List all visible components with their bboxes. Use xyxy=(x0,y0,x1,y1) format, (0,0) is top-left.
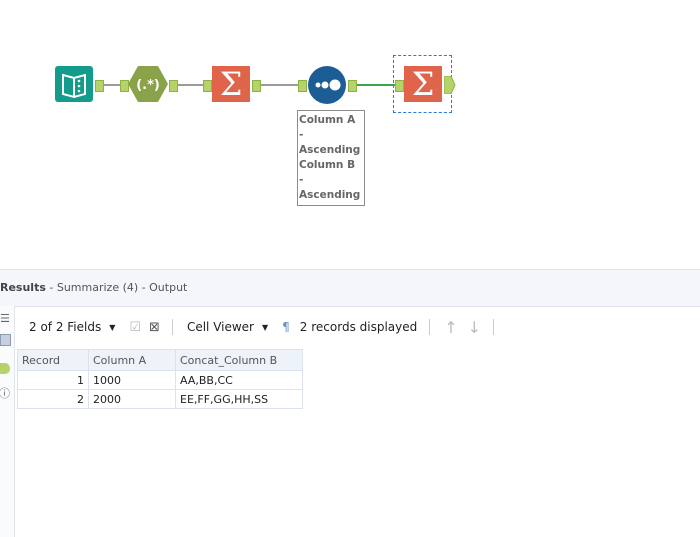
arrow-down-icon[interactable]: ↓ xyxy=(467,317,482,337)
input-anchor[interactable] xyxy=(120,80,129,92)
sort-annotation: Column A - Ascending Column B - Ascendin… xyxy=(297,110,365,206)
records-count: 2 records displayed xyxy=(299,320,418,334)
checkbox-icon[interactable]: ☑ xyxy=(129,319,142,335)
cell[interactable]: 1000 xyxy=(88,370,176,390)
input-tool-book-icon[interactable] xyxy=(55,66,93,102)
menu-icon[interactable]: ☰ xyxy=(0,312,10,325)
chevron-down-icon: ▼ xyxy=(109,322,116,332)
regex-label: (.*) xyxy=(136,78,160,93)
sort-tool-dots-icon[interactable] xyxy=(308,66,346,104)
output-anchor[interactable] xyxy=(443,75,456,98)
chevron-down-icon: ▼ xyxy=(262,322,269,332)
input-anchor[interactable] xyxy=(395,80,404,92)
results-title: Results xyxy=(0,281,46,294)
regex-tool-hexagon-icon[interactable]: (.*) xyxy=(128,65,168,107)
output-anchor[interactable] xyxy=(95,80,104,92)
workflow-canvas[interactable]: (.*) Σ Column A - Ascending Column B - A… xyxy=(0,0,700,268)
table-header-row: Record Column A Concat_Column B xyxy=(17,349,303,371)
cell[interactable]: AA,BB,CC xyxy=(175,370,303,390)
column-header[interactable]: Record xyxy=(17,349,89,371)
results-table: Record Column A Concat_Column B 1 1000 A… xyxy=(17,349,303,409)
cell[interactable]: 2 xyxy=(17,389,89,409)
output-anchor[interactable] xyxy=(169,80,178,92)
fields-label: 2 of 2 Fields xyxy=(29,320,102,334)
results-header: Results - Summarize (4) - Output xyxy=(0,269,700,307)
annotation-line: Ascending xyxy=(299,189,361,201)
results-sidebar: ☰ ⓘ xyxy=(0,306,15,537)
column-header[interactable]: Concat_Column B xyxy=(175,349,303,371)
results-toolbar: 2 of 2 Fields ▼ ☑ ⊠ Cell Viewer ▼ ¶ 2 reco… xyxy=(15,306,700,348)
cell-viewer-label: Cell Viewer xyxy=(186,320,254,334)
connection xyxy=(177,84,207,86)
help-icon[interactable]: ⓘ xyxy=(0,387,10,400)
table-row[interactable]: 2 2000 EE,FF,GG,HH,SS xyxy=(17,389,303,409)
table-row[interactable]: 1 1000 AA,BB,CC xyxy=(17,370,303,390)
pilcrow-icon[interactable]: ¶ xyxy=(282,320,290,334)
input-anchor[interactable] xyxy=(203,80,212,92)
table-view-icon[interactable] xyxy=(0,334,11,346)
clear-icon[interactable]: ⊠ xyxy=(149,319,160,335)
results-subtitle: - Summarize (4) - Output xyxy=(45,281,188,294)
column-header[interactable]: Column A xyxy=(88,349,176,371)
summarize-tool-sigma-icon[interactable]: Σ xyxy=(404,66,442,102)
divider xyxy=(429,319,431,335)
cell[interactable]: 1 xyxy=(17,370,89,390)
annotation-line: Ascending xyxy=(299,144,361,156)
connection xyxy=(356,84,396,86)
cell[interactable]: 2000 xyxy=(88,389,176,409)
output-anchor[interactable] xyxy=(348,80,357,92)
anchor-icon[interactable] xyxy=(0,363,10,374)
divider xyxy=(171,319,173,335)
divider xyxy=(493,319,495,335)
annotation-line: Column B - xyxy=(299,159,356,186)
output-anchor[interactable] xyxy=(252,80,261,92)
summarize-tool-sigma-icon[interactable]: Σ xyxy=(212,66,250,102)
input-anchor[interactable] xyxy=(298,80,307,92)
annotation-line: Column A - xyxy=(299,114,356,141)
arrow-up-icon[interactable]: ↑ xyxy=(444,317,458,337)
connection xyxy=(260,84,298,86)
fields-dropdown[interactable]: 2 of 2 Fields ▼ xyxy=(29,320,115,334)
cell[interactable]: EE,FF,GG,HH,SS xyxy=(175,389,303,409)
cell-viewer-dropdown[interactable]: Cell Viewer ▼ xyxy=(187,320,268,334)
connection xyxy=(104,84,124,86)
